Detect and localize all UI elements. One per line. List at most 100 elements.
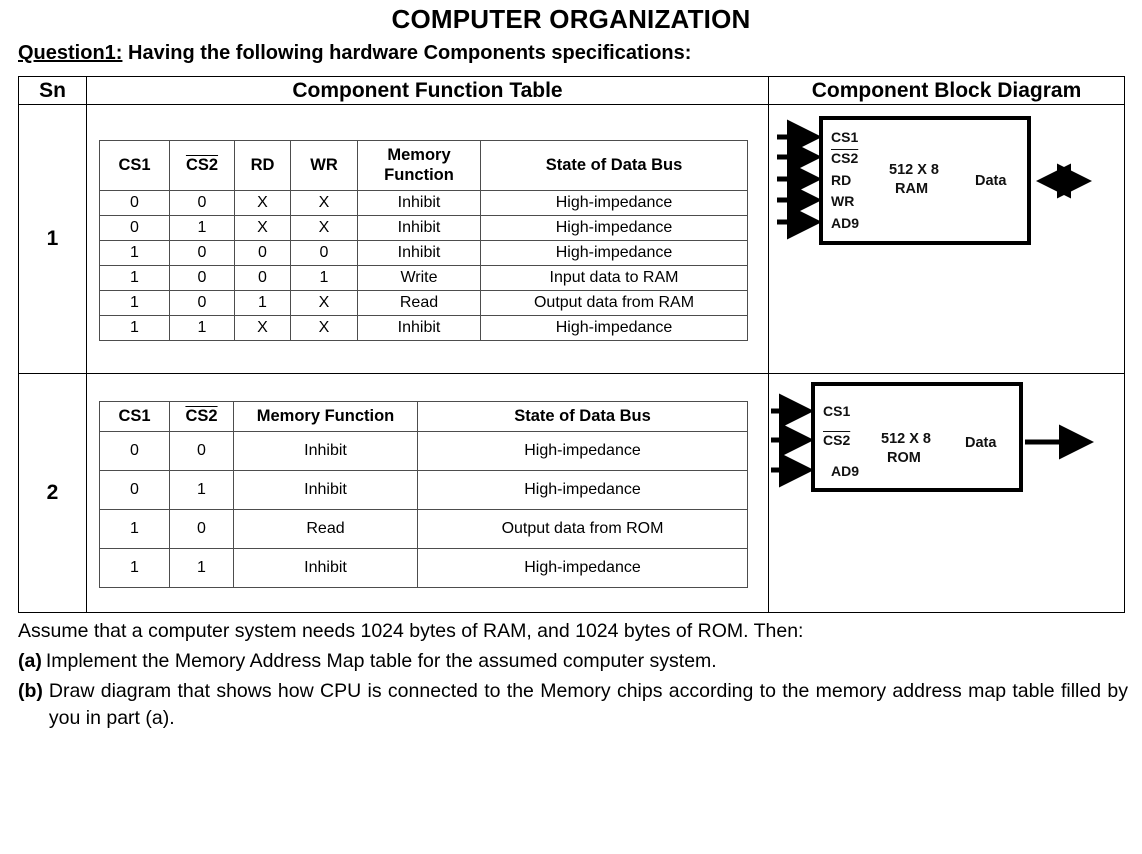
cell: X bbox=[234, 189, 291, 216]
rom-pin-ad9: AD9 bbox=[831, 463, 860, 479]
rom-chip-size: 512 X 8 bbox=[881, 431, 931, 447]
cell: Output data from ROM bbox=[417, 508, 748, 549]
cell: High-impedance bbox=[480, 214, 748, 241]
page-title: COMPUTER ORGANIZATION bbox=[391, 4, 751, 34]
cell: Inhibit bbox=[233, 430, 418, 471]
cell: X bbox=[290, 189, 358, 216]
rom-col-memory-function: Memory Function bbox=[233, 400, 418, 432]
cell: 0 bbox=[99, 189, 170, 216]
ram-function-table-cell: CS1 CS2 RD WR Memory Function State of D… bbox=[86, 104, 769, 374]
rom-table-row: 1 1 Inhibit High-impedance bbox=[99, 547, 748, 588]
rom-col-cs2: CS2 bbox=[169, 400, 234, 432]
rom-arrows bbox=[771, 393, 1094, 488]
row-number-2: 2 bbox=[18, 373, 87, 613]
cell: 1 bbox=[169, 469, 234, 510]
rom-col-state-of-data-bus: State of Data Bus bbox=[417, 400, 748, 432]
rom-table-row: 0 0 Inhibit High-impedance bbox=[99, 430, 748, 471]
cell: Inhibit bbox=[357, 214, 481, 241]
cell: Write bbox=[357, 264, 481, 291]
cell: 0 bbox=[234, 239, 291, 266]
cell: 1 bbox=[169, 214, 235, 241]
question-heading: Question1: Having the following hardware… bbox=[18, 41, 1142, 65]
ram-chip-box bbox=[819, 116, 1031, 245]
rom-data-label: Data bbox=[965, 435, 997, 451]
header-component-block-diagram: Component Block Diagram bbox=[768, 76, 1125, 105]
ram-table-row: 1 0 0 0 Inhibit High-impedance bbox=[99, 239, 748, 266]
table-header-row: Sn Component Function Table Component Bl… bbox=[18, 76, 1125, 105]
cell: 1 bbox=[99, 508, 170, 549]
footer-item-a-label: (a) bbox=[18, 650, 42, 672]
ram-block-diagram: CS1 CS2 RD WR AD9 512 X 8 RAM Data bbox=[769, 105, 1125, 373]
cell: High-impedance bbox=[480, 239, 748, 266]
rom-table-header-row: CS1 CS2 Memory Function State of Data Bu… bbox=[99, 400, 748, 432]
cell: 0 bbox=[169, 239, 235, 266]
cell: X bbox=[290, 214, 358, 241]
footer-block: Assume that a computer system needs 1024… bbox=[18, 618, 1128, 732]
ram-pin-cs1: CS1 bbox=[831, 129, 859, 145]
ram-col-rd: RD bbox=[234, 139, 291, 191]
cell: Read bbox=[233, 508, 418, 549]
cell: 0 bbox=[99, 469, 170, 510]
ram-table-row: 1 0 0 1 Write Input data to RAM bbox=[99, 264, 748, 291]
footer-item-a: (a) Implement the Memory Address Map tab… bbox=[18, 648, 1128, 675]
cell: High-impedance bbox=[417, 547, 748, 588]
ram-col-memory-function: Memory Function bbox=[357, 139, 481, 191]
cell: 0 bbox=[290, 239, 358, 266]
rom-function-table-cell: CS1 CS2 Memory Function State of Data Bu… bbox=[86, 373, 769, 613]
ram-chip-size: 512 X 8 bbox=[889, 162, 939, 178]
ram-data-label: Data bbox=[975, 173, 1007, 189]
ram-block-diagram-cell: CS1 CS2 RD WR AD9 512 X 8 RAM Data bbox=[768, 104, 1125, 374]
cell: 0 bbox=[169, 289, 235, 316]
cell: 1 bbox=[99, 264, 170, 291]
header-sn: Sn bbox=[18, 76, 87, 105]
rom-block-diagram: CS1 CS2 AD9 512 X 8 ROM Data bbox=[769, 374, 1125, 612]
rom-pin-cs1: CS1 bbox=[823, 403, 851, 419]
cell: 1 bbox=[169, 314, 235, 341]
rom-chip-box bbox=[811, 382, 1023, 492]
ram-table-row: 0 1 X X Inhibit High-impedance bbox=[99, 214, 748, 241]
ram-col-wr: WR bbox=[290, 139, 358, 191]
cell: X bbox=[234, 214, 291, 241]
rom-table-row: 1 0 Read Output data from ROM bbox=[99, 508, 748, 549]
cell: Inhibit bbox=[233, 547, 418, 588]
cell: X bbox=[290, 314, 358, 341]
cell: X bbox=[234, 314, 291, 341]
cell: 0 bbox=[169, 189, 235, 216]
cell: 0 bbox=[234, 264, 291, 291]
footer-item-b-label: (b) bbox=[18, 680, 43, 702]
rom-col-cs1: CS1 bbox=[99, 400, 170, 432]
cell: Inhibit bbox=[357, 314, 481, 341]
components-table: Sn Component Function Table Component Bl… bbox=[18, 76, 1125, 613]
cell: X bbox=[290, 289, 358, 316]
cell: 1 bbox=[290, 264, 358, 291]
cell: Read bbox=[357, 289, 481, 316]
cell: Output data from RAM bbox=[480, 289, 748, 316]
rom-chip-type: ROM bbox=[887, 450, 921, 466]
ram-table-row: 1 0 1 X Read Output data from RAM bbox=[99, 289, 748, 316]
cell: Inhibit bbox=[357, 189, 481, 216]
ram-pin-rd: RD bbox=[831, 172, 852, 188]
cell: 1 bbox=[234, 289, 291, 316]
cell: 1 bbox=[99, 547, 170, 588]
cell: 1 bbox=[99, 314, 170, 341]
ram-col-cs1: CS1 bbox=[99, 139, 170, 191]
cell: 0 bbox=[99, 430, 170, 471]
rom-function-table: CS1 CS2 Memory Function State of Data Bu… bbox=[99, 400, 748, 588]
table-row: 2 CS1 CS2 Memory Function State of Data bbox=[18, 373, 1125, 613]
question-text: Having the following hardware Components… bbox=[128, 42, 692, 64]
footer-item-b: (b) Draw diagram that shows how CPU is c… bbox=[18, 678, 1128, 732]
ram-chip-type: RAM bbox=[895, 181, 929, 197]
footer-item-a-text: Implement the Memory Address Map table f… bbox=[45, 650, 717, 672]
question-label: Question1: bbox=[18, 42, 123, 64]
table-row: 1 CS1 CS2 RD WR Memory F bbox=[18, 104, 1125, 374]
ram-pin-ad9: AD9 bbox=[831, 215, 860, 231]
cell: High-impedance bbox=[417, 430, 748, 471]
cell: 0 bbox=[99, 214, 170, 241]
cell: 1 bbox=[99, 239, 170, 266]
ram-arrows bbox=[777, 119, 1092, 240]
cell: Inhibit bbox=[357, 239, 481, 266]
cell: High-impedance bbox=[417, 469, 748, 510]
rom-pin-cs2: CS2 bbox=[823, 432, 851, 448]
cell: 0 bbox=[169, 430, 234, 471]
ram-table-row: 1 1 X X Inhibit High-impedance bbox=[99, 314, 748, 341]
